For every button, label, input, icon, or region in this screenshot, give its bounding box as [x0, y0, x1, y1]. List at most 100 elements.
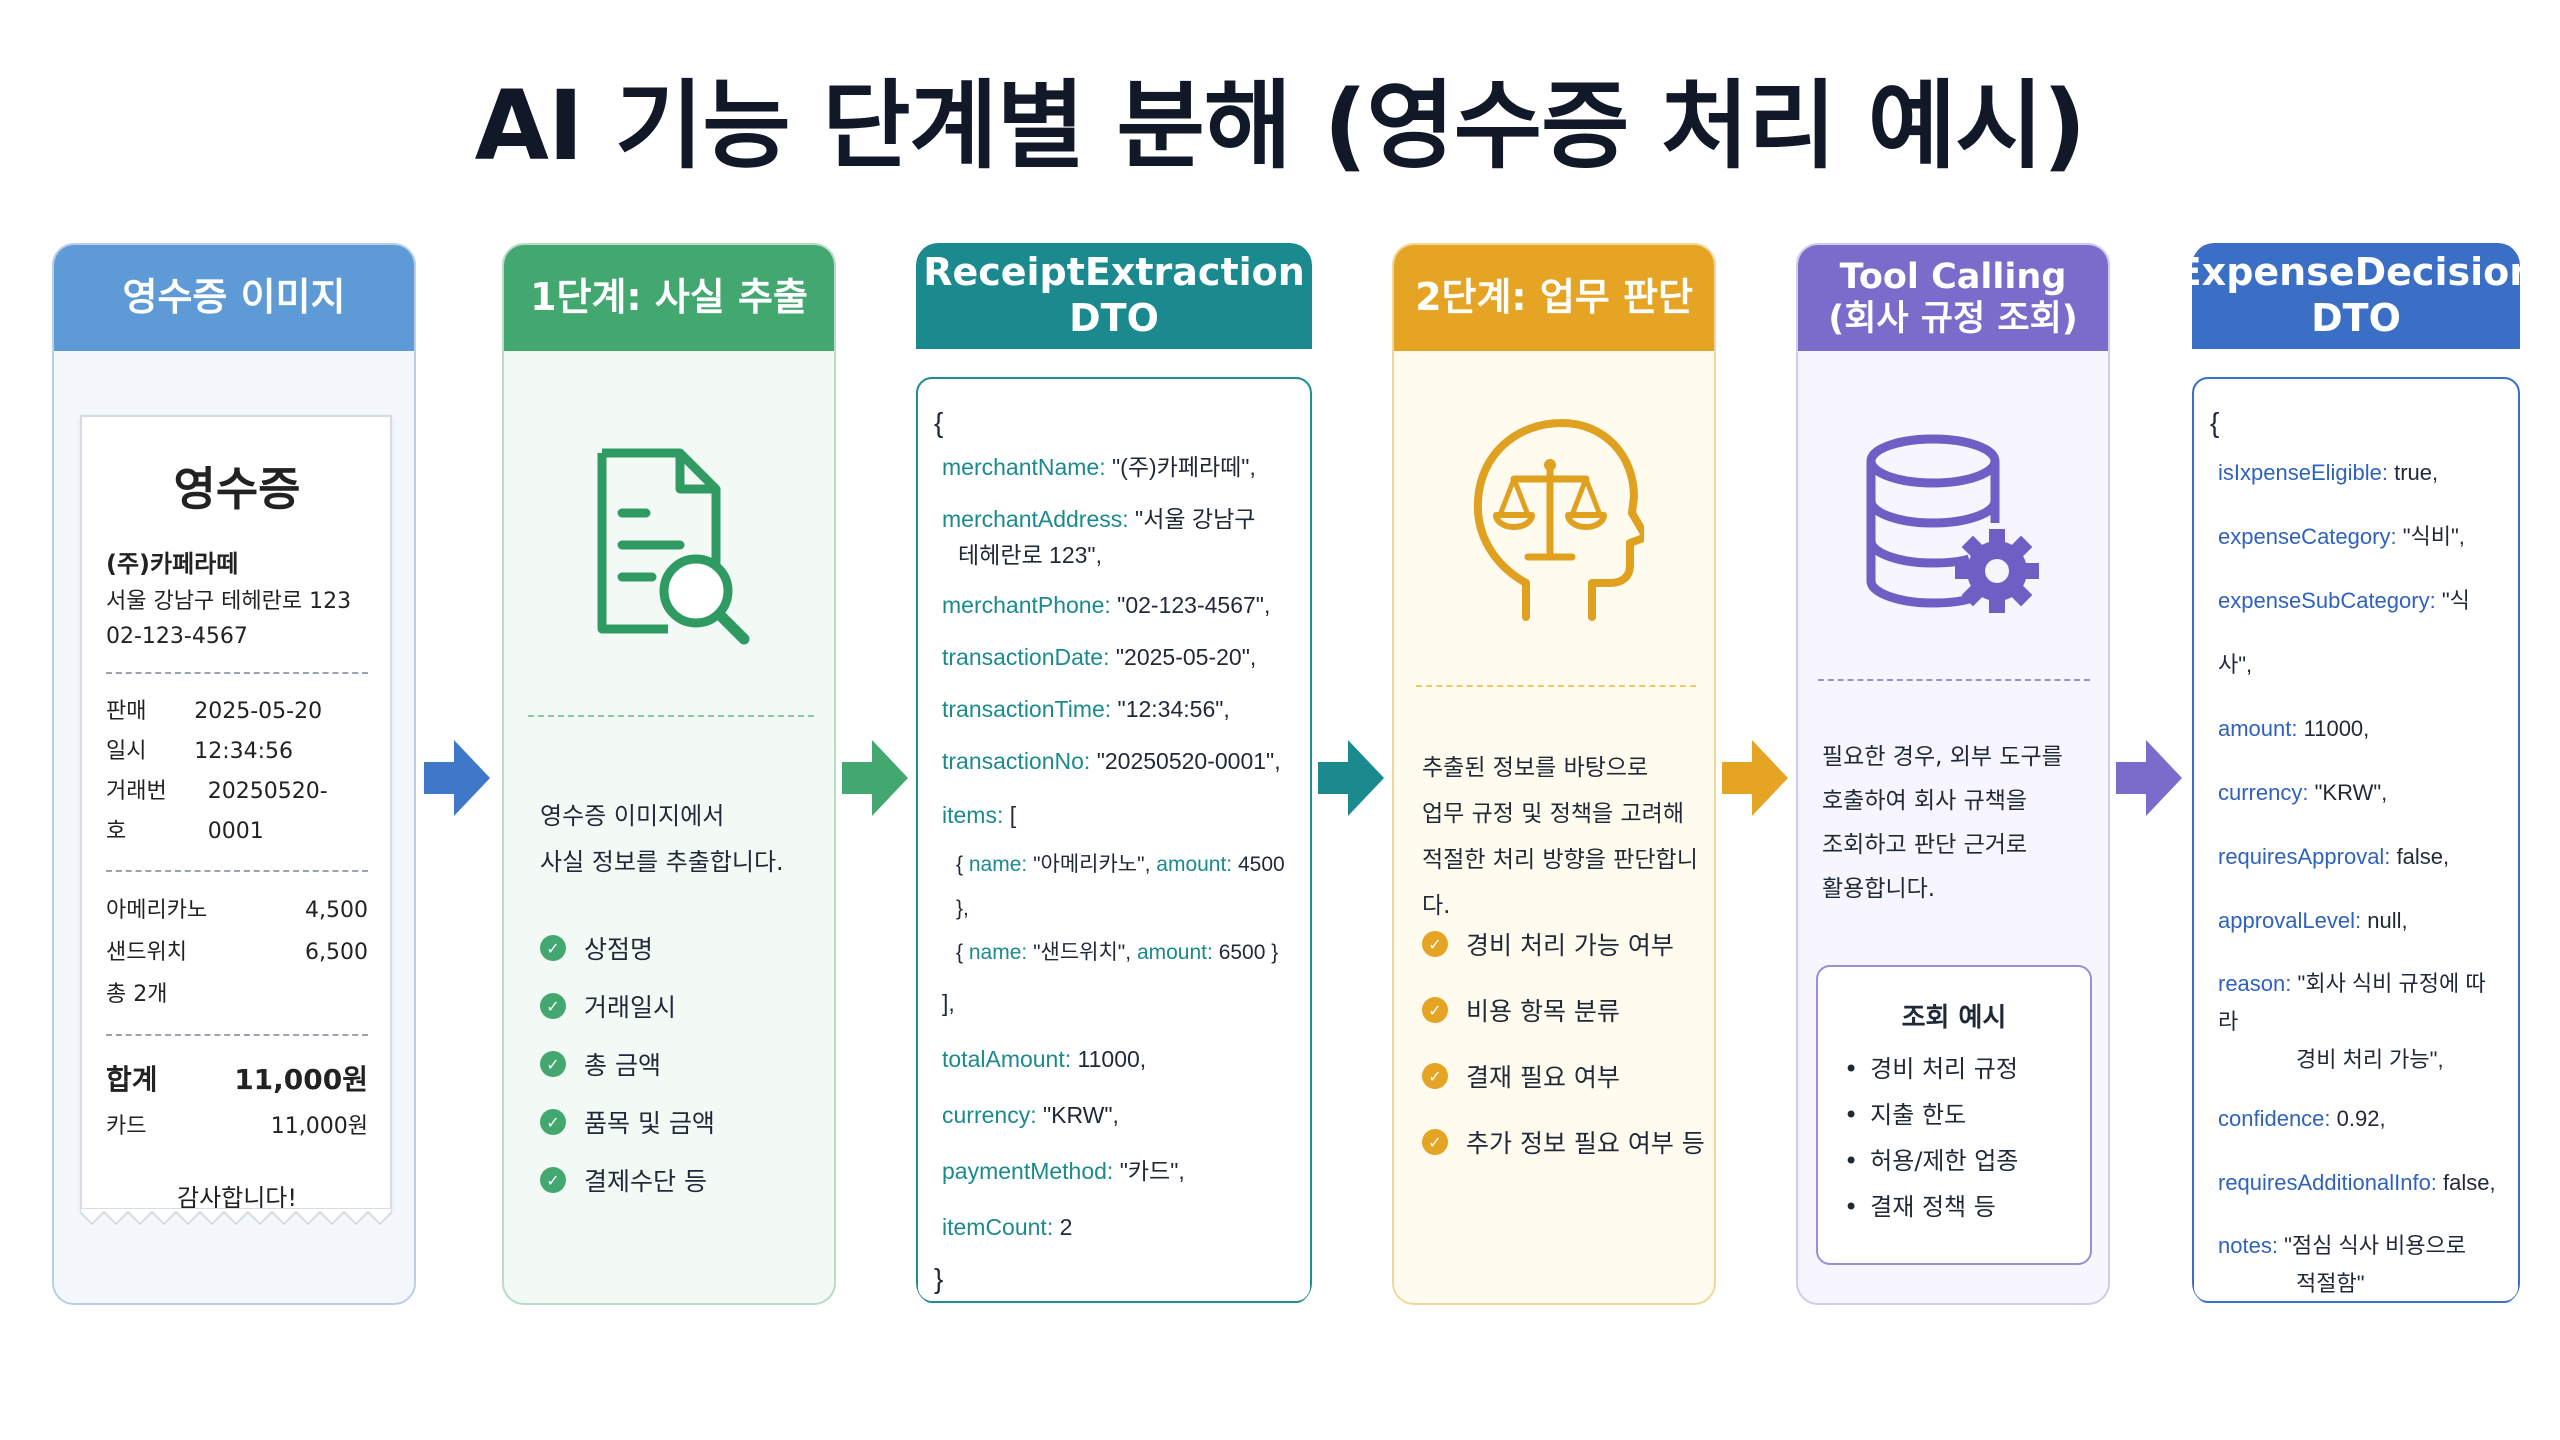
check-icon: ✓ — [1422, 997, 1448, 1023]
tool-desc-line: 활용합니다. — [1822, 876, 1936, 902]
code-key: approvalLevel: — [2218, 908, 2362, 933]
code-key: currency: — [942, 1102, 1037, 1128]
expense-decision-code: { isIxpenseEligible: true, expenseCatego… — [2192, 377, 2520, 1303]
code-key: expenseCategory: — [2218, 524, 2397, 549]
receipt-count-text: 총 2개 — [106, 982, 168, 1007]
code-key: amount: — [1136, 941, 1213, 964]
code-value: 경비 처리 가능", — [2296, 1047, 2444, 1072]
code-key: paymentMethod: — [942, 1158, 1114, 1184]
receipt-paper: 영수증 (주)카페라떼 서울 강남구 테헤란로 123 02-123-4567 … — [80, 415, 392, 1212]
code-value: { — [956, 941, 964, 964]
code-item: { name: "샌드위치", amount: 6500 } — [956, 931, 1288, 975]
tool-desc-line: 필요한 경우, 외부 도구를 — [1822, 744, 2063, 770]
list-item: ✓결제수단 등 — [540, 1151, 715, 1209]
code-field: confidence: 0.92, — [2218, 1087, 2496, 1151]
code-key: isIxpenseEligible: — [2218, 460, 2388, 485]
check-label: 결재 필요 여부 — [1466, 1063, 1620, 1092]
receipt-meta-label: 판매일시 — [106, 699, 147, 764]
code-key: transactionDate: — [942, 644, 1110, 670]
list-item: ✓상점명 — [540, 919, 715, 977]
code-value: "점심 식사 비용으로 — [2284, 1233, 2467, 1258]
code-key: requiresAdditionalInfo: — [2218, 1170, 2437, 1195]
step2-checklist: ✓경비 처리 가능 여부 ✓ 비용 항목 분류 ✓ 결재 필요 여부 ✓추가 정보 … — [1422, 911, 1705, 1175]
receipt-count: 총 2개 — [106, 974, 368, 1016]
code-field: amount: 11000, — [2218, 697, 2496, 761]
check-label: 거래일시 — [584, 993, 677, 1022]
code-value: { — [956, 853, 964, 876]
code-key: reason: — [2218, 971, 2292, 996]
code-key: totalAmount: — [942, 1046, 1072, 1072]
list-item: ✓추가 정보 필요 여부 등 — [1422, 1109, 1705, 1175]
tool-calling-header-line: (회사 규정 조회) — [1828, 299, 2078, 339]
code-value: "KRW", — [2314, 780, 2388, 805]
code-key: amount: — [2218, 716, 2298, 741]
code-value: false, — [2396, 844, 2450, 869]
code-value: "02-123-4567", — [1117, 592, 1271, 618]
code-value: true, — [2394, 460, 2439, 485]
code-field: isIxpenseEligible: true, — [2218, 441, 2496, 505]
code-key: requiresApproval: — [2218, 844, 2391, 869]
code-field: merchantPhone: "02-123-4567", — [942, 579, 1288, 631]
code-value: null, — [2367, 908, 2408, 933]
list-item: 지출 한도 — [1844, 1092, 2090, 1138]
tool-calling-header-line: Tool Calling — [1839, 257, 2067, 297]
list-item: 결재 정책 등 — [1844, 1184, 2090, 1230]
code-field: approvalLevel: null, — [2218, 889, 2496, 953]
step2-desc-line: 추출된 정보를 바탕으로 — [1422, 755, 1649, 781]
check-icon: ✓ — [540, 993, 566, 1019]
code-field: expenseSubCategory: "식사", — [2218, 569, 2496, 697]
step2-header: 2단계: 업무 판단 — [1394, 245, 1714, 351]
step1-desc-line: 사실 정보를 추출합니다. — [540, 848, 784, 876]
step1-checklist: ✓상점명 ✓거래일시 ✓총 금액 ✓품목 및 금액 ✓결제수단 등 — [540, 919, 715, 1209]
receipt-item-row: 샌드위치 6,500 — [106, 932, 368, 974]
list-item: ✓경비 처리 가능 여부 — [1422, 911, 1705, 977]
arrow-right-icon — [1722, 740, 1788, 816]
check-icon: ✓ — [540, 935, 566, 961]
code-field: transactionTime: "12:34:56", — [942, 683, 1288, 735]
code-key: itemCount: — [942, 1214, 1054, 1240]
code-key: items: — [942, 802, 1004, 828]
check-label: 비용 항목 분류 — [1466, 997, 1620, 1026]
database-gear-icon-box — [1798, 431, 2108, 621]
code-key: transactionTime: — [942, 696, 1112, 722]
receipt-item-row: 아메리카노 4,500 — [106, 890, 368, 932]
code-value: "식사", — [2218, 588, 2470, 677]
tool-calling-description: 필요한 경우, 외부 도구를 호출하여 회사 규책을 조회하고 판단 근거로 활… — [1822, 735, 2063, 911]
receipt-title: 영수증 — [173, 462, 301, 516]
list-item: ✓ 거래일시 — [540, 977, 715, 1035]
receipt-image-header: 영수증 이미지 — [54, 245, 414, 351]
code-value: 11000, — [2303, 716, 2370, 741]
step2-column: 2단계: 업무 판단 추출된 정보를 바탕으로 업무 규정 및 정책을 고려해 … — [1392, 243, 1716, 1305]
head-scale-icon-box — [1394, 415, 1714, 625]
receipt-meta-value: 2025-05-20 12:34:56 — [194, 699, 323, 764]
receipt-divider — [106, 672, 368, 674]
expense-decision-column: ExpenseDecision DTO { isIxpenseEligible:… — [2192, 243, 2520, 1305]
arrow-right-icon — [2116, 740, 2182, 816]
code-value: "12:34:56", — [1117, 696, 1230, 722]
code-value: "아메리카노", — [1033, 853, 1151, 876]
step1-desc-line: 영수증 이미지에서 — [540, 802, 725, 830]
document-search-icon-box — [504, 441, 834, 651]
step2-divider — [1416, 685, 1696, 687]
check-icon: ✓ — [1422, 1063, 1448, 1089]
receipt-torn-edge — [80, 1208, 392, 1226]
receipt-total-value: 11,000원 — [234, 1063, 368, 1096]
list-item: 허용/제한 업종 — [1844, 1138, 2090, 1184]
check-label: 추가 정보 필요 여부 등 — [1466, 1129, 1705, 1158]
code-key: name: — [968, 941, 1028, 964]
code-value: 0.92, — [2336, 1106, 2386, 1131]
code-brace: } — [934, 1263, 944, 1294]
code-value: 적절함" — [2296, 1271, 2365, 1296]
receipt-item-name: 샌드위치 — [106, 940, 187, 965]
receipt-divider — [106, 870, 368, 872]
code-value: "20250520-0001", — [1096, 748, 1281, 774]
lookup-example-title: 조회 예시 — [1901, 1003, 2007, 1033]
check-label: 총 금액 — [584, 1051, 661, 1080]
code-field: paymentMethod: "카드", — [942, 1143, 1288, 1199]
code-value: "회사 식비 규정에 따라 — [2218, 971, 2486, 1034]
code-value: "(주)카페라떼", — [1112, 454, 1256, 480]
receipt-store: (주)카페라떼 — [106, 550, 239, 578]
code-field: currency: "KRW", — [942, 1087, 1288, 1143]
receipt-divider — [106, 1034, 368, 1036]
